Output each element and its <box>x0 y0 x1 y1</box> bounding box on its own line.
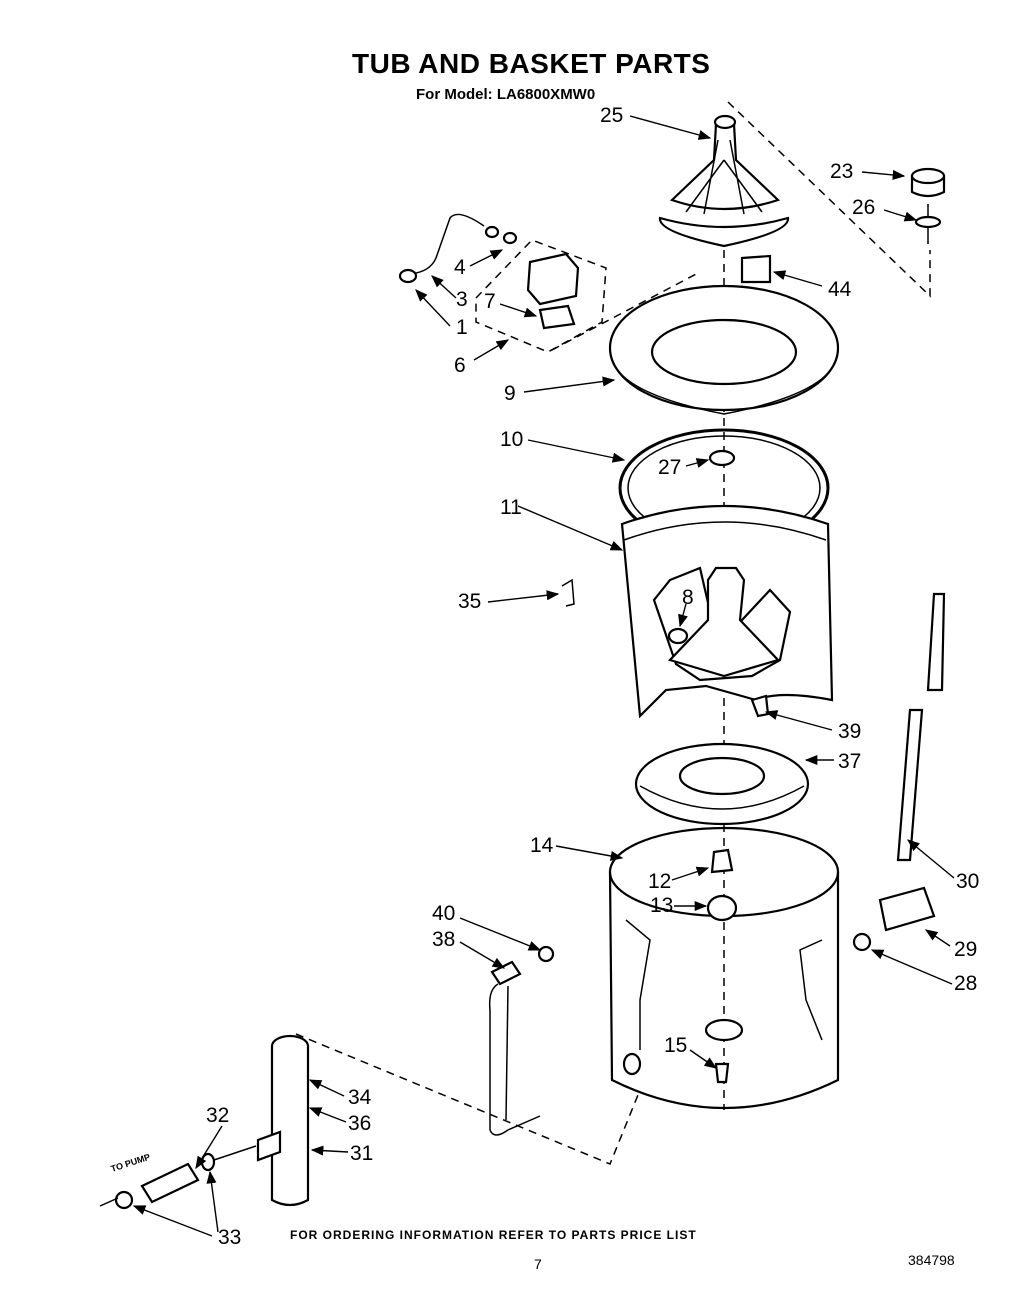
basket-bushing <box>667 627 689 645</box>
cap-bolt <box>914 204 942 244</box>
bracket-plate <box>740 254 772 284</box>
callout-38: 38 <box>432 928 455 951</box>
callout-8: 8 <box>682 586 694 609</box>
callout-44: 44 <box>828 278 852 301</box>
callout-23: 23 <box>830 160 853 183</box>
callout-4: 4 <box>454 256 466 279</box>
callout-6: 6 <box>454 354 466 377</box>
basket-clip <box>561 578 575 607</box>
callout-34: 34 <box>348 1086 372 1109</box>
callout-27: 27 <box>658 456 681 479</box>
pulley-nut <box>710 848 734 874</box>
callout-32: 32 <box>206 1104 229 1127</box>
callout-14: 14 <box>530 834 554 857</box>
callout-36: 36 <box>348 1112 371 1135</box>
cap-assembly-dashes <box>727 101 931 298</box>
tub-drain-hose <box>488 945 555 1136</box>
callout-11: 11 <box>500 496 522 519</box>
wash-basket <box>620 504 834 719</box>
callout-labels: 25 23 26 44 4 3 1 7 6 9 10 27 11 35 8 39… <box>110 104 980 1249</box>
callout-30: 30 <box>956 870 979 893</box>
callout-31: 31 <box>350 1142 373 1165</box>
pulley-seal <box>706 894 738 922</box>
page-title: TUB AND BASKET PARTS <box>352 48 711 79</box>
callout-39: 39 <box>838 720 861 743</box>
agitator-top <box>658 114 790 248</box>
drain-hose <box>852 592 946 952</box>
callout-13: 13 <box>650 894 673 917</box>
tub-pin <box>714 1062 730 1084</box>
pump-connector <box>99 1034 310 1210</box>
tub-ring <box>608 284 840 415</box>
callout-35: 35 <box>458 590 481 613</box>
hose-assembly-dashes <box>295 1033 641 1165</box>
agitator-cap <box>910 167 946 198</box>
document-number: 384798 <box>908 1252 955 1268</box>
callout-40: 40 <box>432 902 455 925</box>
callout-leaders <box>132 115 955 1237</box>
outer-tub <box>608 826 840 1110</box>
callout-37: 37 <box>838 750 861 773</box>
callout-10: 10 <box>500 428 523 451</box>
lid-switch-assembly <box>398 213 607 353</box>
callout-7: 7 <box>484 290 496 313</box>
brake-drum <box>634 742 810 826</box>
to-pump-label: TO PUMP <box>110 1152 152 1174</box>
callout-12: 12 <box>648 870 671 893</box>
hub-nut <box>708 449 736 467</box>
callout-28: 28 <box>954 972 977 995</box>
drive-screw <box>750 694 770 718</box>
ordering-note: FOR ORDERING INFORMATION REFER TO PARTS … <box>290 1228 697 1242</box>
page-number: 7 <box>534 1256 542 1272</box>
callout-29: 29 <box>954 938 977 961</box>
callout-25: 25 <box>600 104 623 127</box>
callout-15: 15 <box>664 1034 687 1057</box>
callout-33: 33 <box>218 1226 241 1249</box>
model-label: For Model: LA6800XMW0 <box>416 86 596 103</box>
callout-26: 26 <box>852 196 875 219</box>
callout-3: 3 <box>456 288 468 311</box>
callout-9: 9 <box>504 382 516 405</box>
callout-1: 1 <box>456 316 468 339</box>
